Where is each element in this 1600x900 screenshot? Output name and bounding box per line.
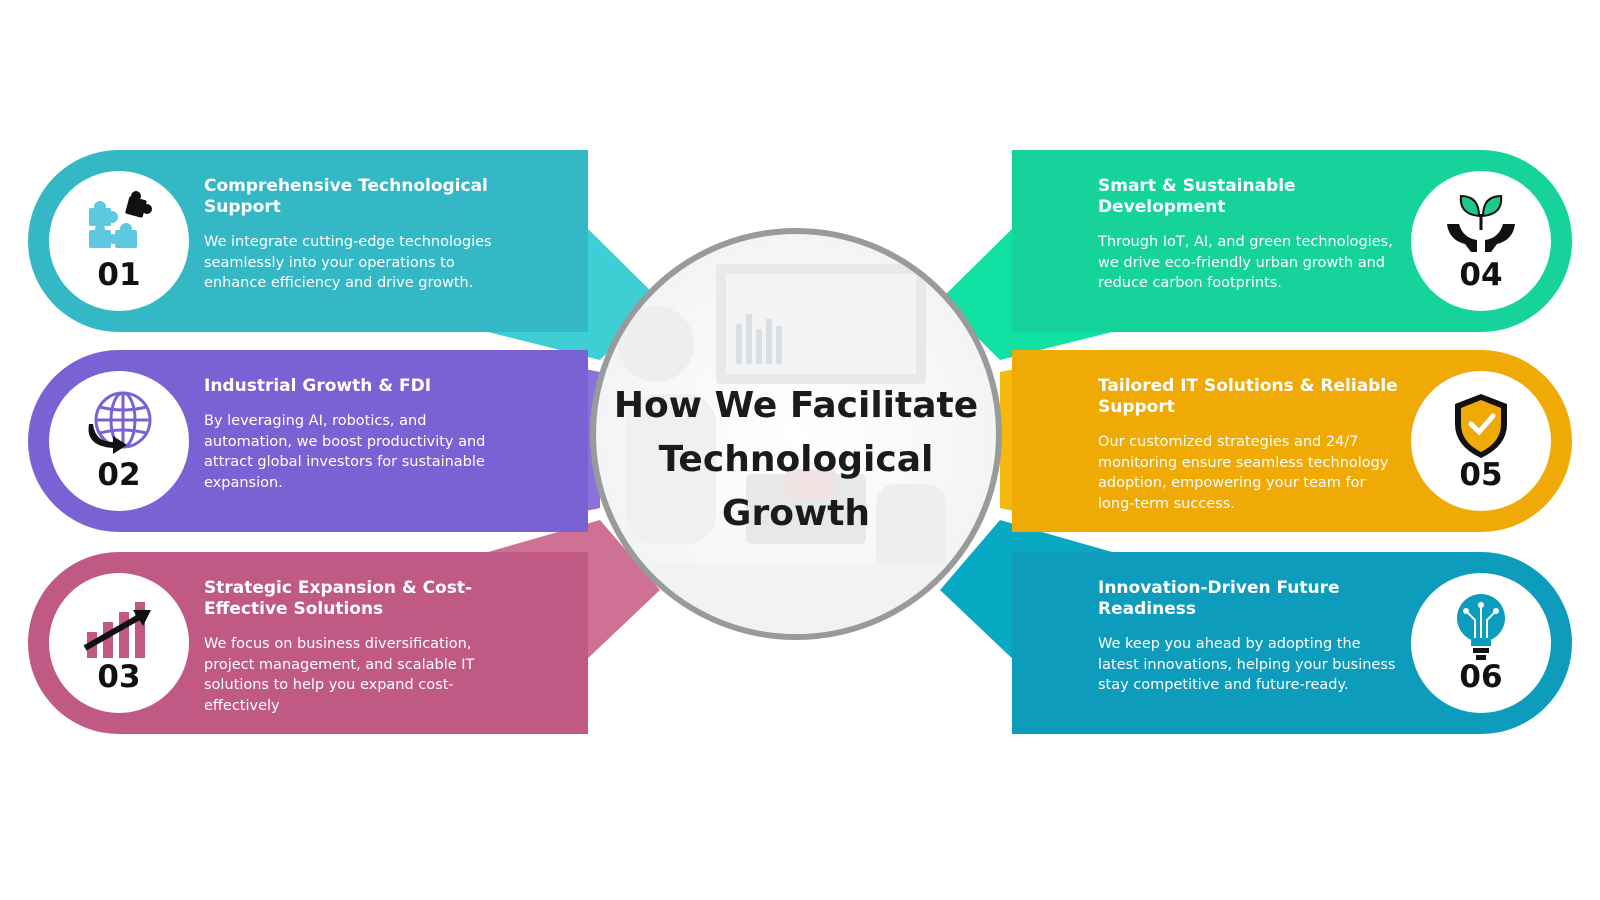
- card-04: 04 Smart & Sustainable Development Throu…: [1012, 150, 1572, 332]
- item-description: We keep you ahead by adopting the latest…: [1098, 636, 1396, 693]
- lightbulb-circuit-icon: [1457, 594, 1505, 660]
- hands-plant-icon: [1447, 194, 1515, 252]
- badge-06: 06: [1411, 573, 1551, 713]
- office-background-image: [596, 264, 996, 634]
- card-01: 01 Comprehensive Technological Support W…: [28, 150, 588, 332]
- item-number: 06: [1459, 659, 1503, 695]
- item-title: Strategic Expansion & Cost-Effective Sol…: [204, 578, 473, 619]
- item-number: 03: [97, 659, 141, 695]
- item-number: 01: [97, 257, 141, 293]
- center-circle: How We Facilitate Technological Growth: [590, 228, 1002, 640]
- card-02: 02 Industrial Growth & FDI By leveraging…: [28, 350, 588, 532]
- shield-check-icon: [1455, 394, 1507, 458]
- growth-chart-icon: [83, 602, 151, 658]
- item-title: Innovation-Driven Future Readiness: [1098, 578, 1340, 619]
- item-title: Smart & Sustainable Development: [1098, 176, 1296, 217]
- item-title: Industrial Growth & FDI: [204, 376, 432, 396]
- center-title-line-2: Technological Growth: [658, 439, 934, 534]
- item-description: Through IoT, AI, and green technologies,…: [1098, 234, 1393, 291]
- item-number: 04: [1459, 257, 1503, 293]
- item-title: Tailored IT Solutions & Reliable Support: [1098, 376, 1398, 417]
- card-06: 06 Innovation-Driven Future Readiness We…: [1012, 552, 1572, 734]
- puzzle-pieces-icon: [89, 191, 152, 248]
- badge-05: 05: [1411, 371, 1551, 511]
- center-title-line-1: How We Facilitate: [613, 385, 979, 426]
- item-description: We integrate cutting-edge technologies s…: [204, 234, 492, 291]
- item-description: Our customized strategies and 24/7 monit…: [1098, 434, 1389, 512]
- item-number: 02: [97, 457, 141, 493]
- badge-02: 02: [49, 371, 189, 511]
- item-description: We focus on business diversification, pr…: [204, 636, 475, 714]
- card-03: 03 Strategic Expansion & Cost-Effective …: [28, 552, 588, 734]
- center-title: How We Facilitate Technological Growth: [596, 379, 996, 541]
- badge-04: 04: [1411, 171, 1551, 311]
- item-number: 05: [1459, 457, 1503, 493]
- badge-03: 03: [49, 573, 189, 713]
- card-05: 05 Tailored IT Solutions & Reliable Supp…: [1012, 350, 1572, 532]
- item-title: Comprehensive Technological Support: [204, 176, 488, 217]
- badge-01: 01: [49, 171, 189, 311]
- item-description: By leveraging AI, robotics, and automati…: [204, 413, 486, 491]
- globe-arrow-icon: [88, 391, 152, 454]
